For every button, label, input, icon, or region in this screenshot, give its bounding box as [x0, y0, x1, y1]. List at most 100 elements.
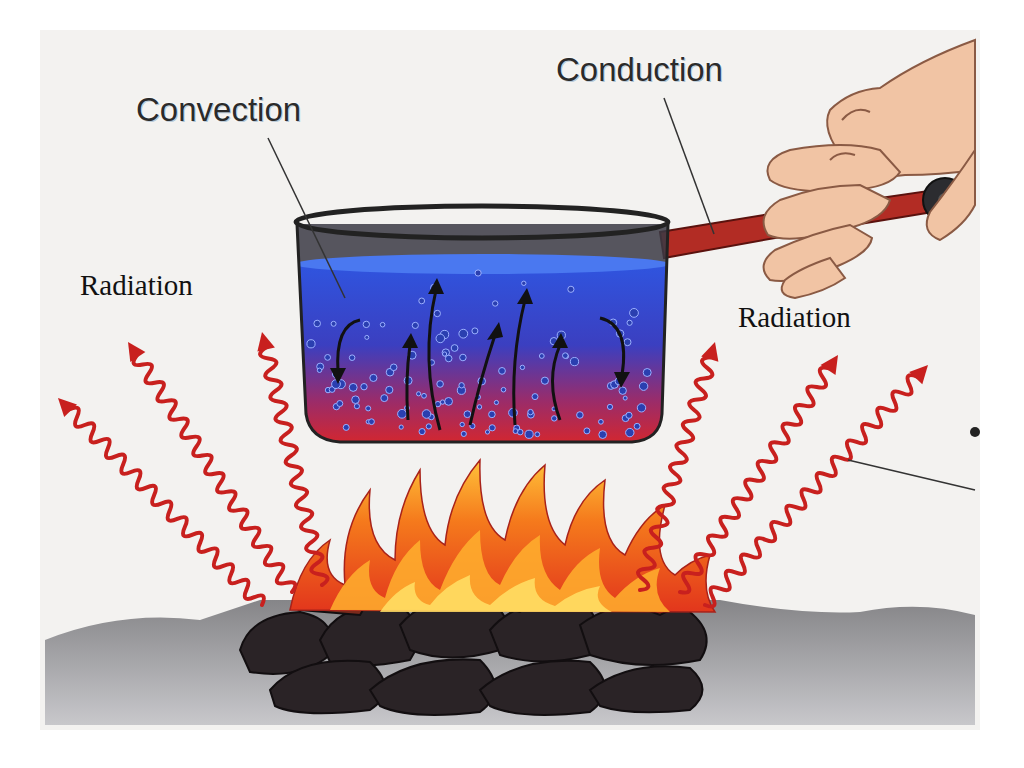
bubble [349, 383, 357, 391]
bubble [489, 425, 495, 431]
bubble [390, 364, 397, 371]
bubble [365, 335, 369, 339]
edge-dot [970, 427, 980, 437]
bubble [349, 355, 355, 361]
bubble [627, 320, 632, 325]
bubble [539, 354, 544, 359]
conduction-label: Conduction [556, 52, 723, 88]
bubble [472, 328, 478, 334]
bubble [532, 394, 538, 400]
bubble [639, 382, 647, 390]
radiation-wave [69, 408, 264, 605]
bubble [513, 429, 518, 434]
bubble [637, 404, 645, 412]
bubble [435, 401, 440, 406]
bubble [445, 355, 452, 362]
bubble [541, 377, 548, 384]
bubble [352, 396, 360, 404]
bubble [499, 368, 506, 375]
bubble [630, 309, 639, 318]
bubble [331, 321, 336, 326]
bubble [366, 406, 371, 411]
water [290, 254, 680, 447]
bubble [419, 298, 425, 304]
radiation-wave [134, 355, 296, 592]
bubble [412, 322, 418, 328]
bubble [599, 419, 604, 424]
leader-lines [268, 98, 975, 490]
bubble [520, 365, 524, 369]
radiation-arrowhead [821, 355, 839, 375]
bubble [535, 432, 540, 437]
convection-label: Convection [136, 92, 301, 128]
bubble [494, 400, 498, 404]
bubble [528, 409, 533, 414]
bubble [485, 430, 489, 434]
bubble [422, 393, 427, 398]
radiation-arrowhead [128, 342, 145, 362]
bubble [422, 410, 431, 419]
bubble [460, 422, 464, 426]
bubble [417, 392, 421, 396]
bubbles [307, 270, 651, 439]
bubble [626, 428, 634, 436]
bubble [634, 423, 640, 429]
radiation-label: Radiation [80, 270, 193, 302]
convection-arrows [338, 290, 624, 430]
bubble [643, 369, 651, 377]
bubble [568, 286, 574, 292]
bubble [317, 368, 321, 372]
radiation-arrowhead [257, 332, 275, 352]
bubble [370, 374, 377, 381]
radiation-label: Radiation [738, 302, 851, 334]
bubble [419, 429, 425, 435]
hand [764, 40, 975, 298]
bubble [354, 404, 359, 409]
bubble [517, 429, 523, 435]
bubble [434, 310, 440, 316]
bubble [501, 387, 506, 392]
bubble [460, 354, 467, 361]
bubble [459, 383, 464, 388]
bubble [363, 321, 369, 327]
bubble [386, 386, 393, 393]
ground [45, 600, 975, 725]
flames [290, 460, 715, 612]
pot-outline [297, 224, 668, 442]
bubble [361, 384, 367, 390]
bubble [459, 329, 468, 338]
bubble [489, 411, 496, 418]
bubble [552, 416, 557, 421]
bubble [343, 424, 349, 430]
convection-arrowheads [330, 278, 630, 388]
bubble [477, 405, 481, 409]
radiation-arrowhead [701, 342, 718, 362]
bubble [584, 428, 590, 434]
bubble [451, 345, 458, 352]
bubble [522, 281, 526, 285]
bubble [369, 419, 375, 425]
bubble [461, 431, 466, 436]
pot-rim [296, 206, 668, 238]
bubble [337, 401, 343, 407]
bubble [599, 431, 607, 439]
bubble [623, 396, 627, 400]
bubble [307, 340, 315, 348]
bubble [624, 339, 631, 346]
bubble [445, 398, 453, 406]
radiation-arrowhead [58, 398, 77, 417]
bubble [380, 322, 385, 327]
bubble [577, 412, 584, 419]
bubble [437, 381, 444, 388]
bubble [525, 430, 533, 438]
bubble [570, 358, 578, 366]
bubble [399, 425, 403, 429]
bubble [398, 409, 407, 418]
bubble [475, 270, 481, 276]
paper-ground [40, 30, 980, 730]
bubble [381, 395, 388, 402]
bubble [626, 412, 632, 418]
bubble [436, 334, 445, 343]
bubble [607, 404, 612, 409]
